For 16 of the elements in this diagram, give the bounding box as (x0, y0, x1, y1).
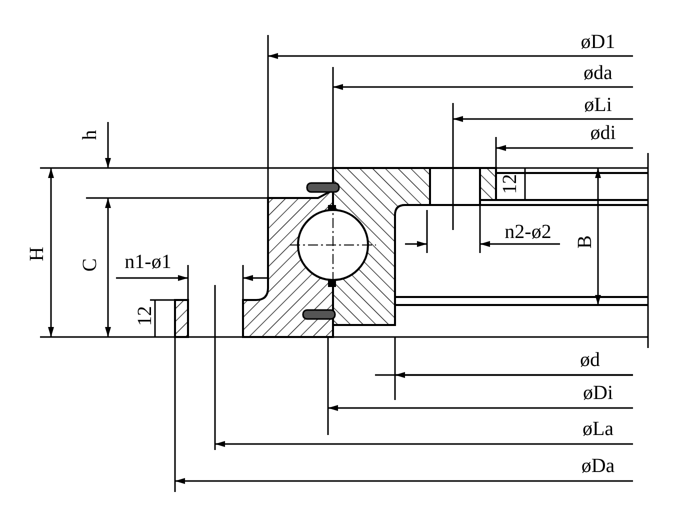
dimension-label: øD1 (580, 32, 616, 52)
dimension-label: 12 (135, 306, 155, 326)
dimension-label: 12 (500, 174, 520, 194)
dimension-label: ød (580, 350, 600, 370)
dimension-label: øDa (581, 456, 615, 476)
dimension-label: h (80, 130, 100, 140)
dimension-label: øDi (583, 383, 613, 403)
dimension-label: H (27, 246, 47, 262)
dimension-label: n1-ø1 (124, 252, 172, 272)
dimension-label: n2-ø2 (504, 222, 552, 242)
dimension-label: ødi (590, 123, 616, 143)
dimension-label: B (575, 235, 595, 249)
dimension-label: C (80, 258, 100, 272)
dimension-label: øda (584, 63, 612, 83)
dimension-label: øLa (582, 419, 614, 439)
dimension-label: øLi (584, 95, 612, 115)
